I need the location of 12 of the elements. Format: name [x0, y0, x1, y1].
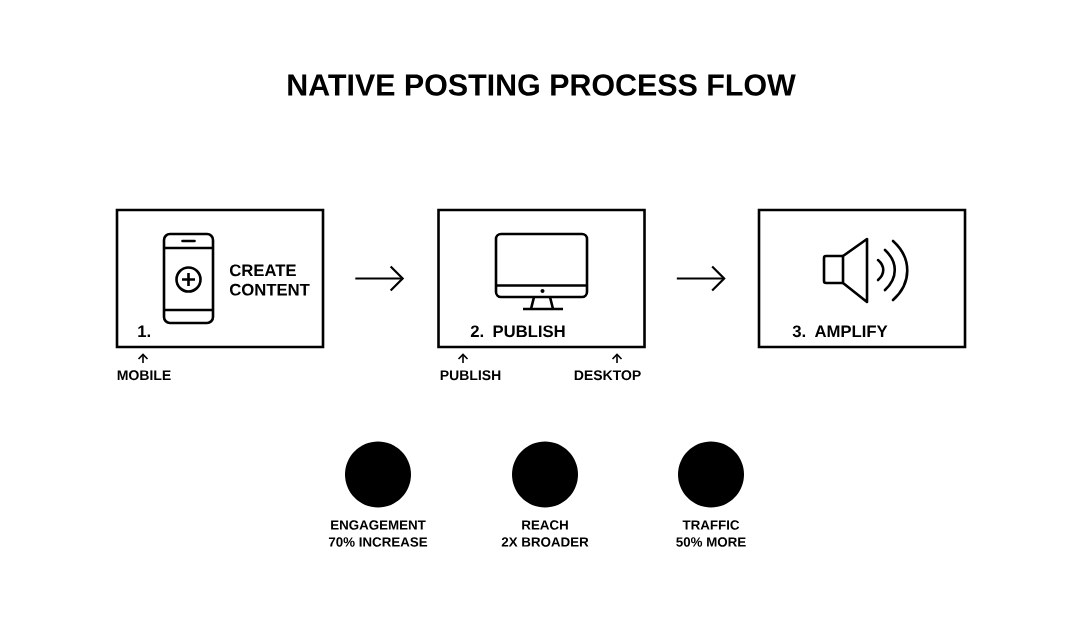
process-box: CREATE CONTENT 1.: [115, 208, 325, 349]
process-box: 3. AMPLIFY: [757, 208, 967, 349]
annotation-label: DESKTOP: [574, 370, 641, 381]
metric-label: ENGAGEMENT 70% INCREASE: [328, 520, 428, 547]
arrow: [355, 265, 405, 292]
arrow: [676, 265, 726, 292]
process-box: 2. PUBLISH: [437, 208, 646, 349]
annotation-label: MOBILE: [117, 370, 171, 381]
metric-label: REACH 2X BROADER: [501, 520, 589, 547]
annotation-label: PUBLISH: [440, 370, 501, 381]
metric-label: TRAFFIC 50% MORE: [676, 520, 746, 547]
title: NATIVE POSTING PROCESS FLOW: [288, 74, 796, 96]
